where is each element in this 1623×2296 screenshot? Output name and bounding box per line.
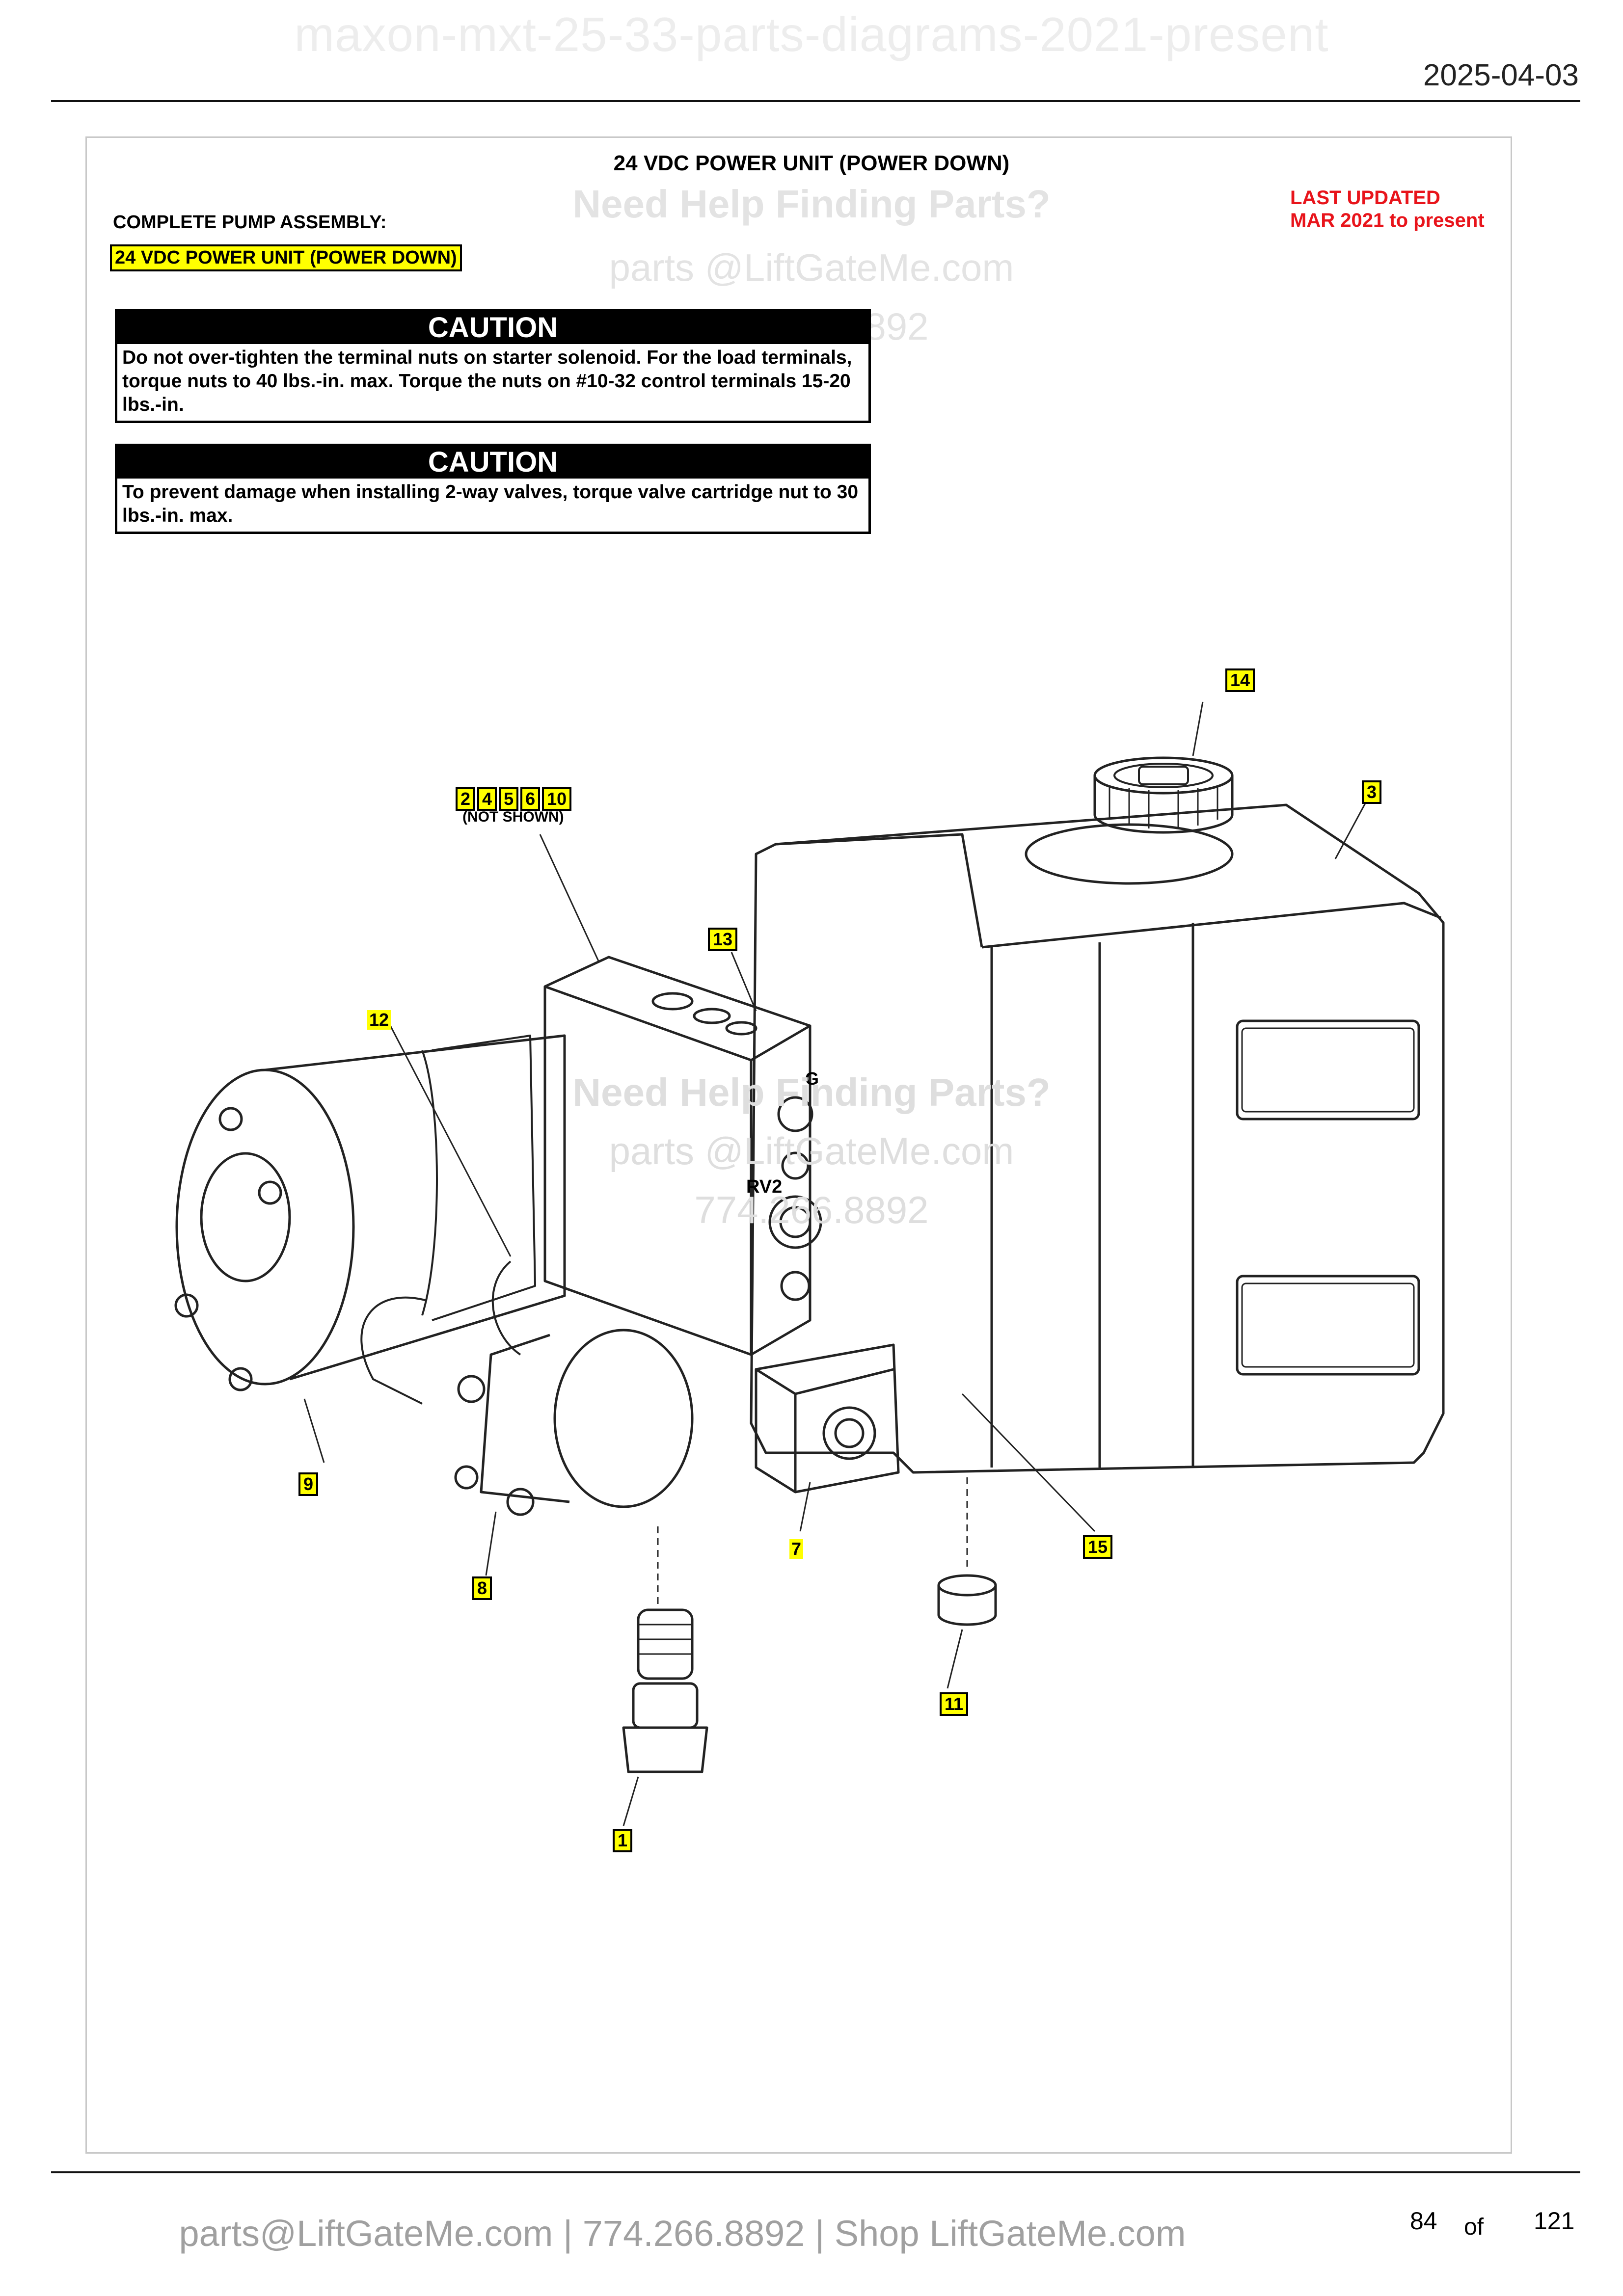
drain-plug	[937, 1574, 997, 1626]
watermark-email-mid: parts @LiftGateMe.com	[609, 1129, 1014, 1173]
watermark-help-mid: Need Help Finding Parts?	[572, 1070, 1051, 1114]
callout-12[interactable]: 12	[367, 1010, 391, 1030]
page-total: 121	[1534, 2207, 1575, 2235]
callout-5[interactable]: 5	[499, 787, 519, 811]
callout-14[interactable]: 14	[1225, 668, 1255, 692]
header-date: 2025-04-03	[1423, 58, 1579, 92]
caution-box-solenoid: CAUTION Do not over-tighten the terminal…	[115, 309, 871, 423]
callout-group: 2 4 5 6 10	[456, 787, 572, 811]
assembly-label: COMPLETE PUMP ASSEMBLY:	[113, 212, 387, 233]
callout-1[interactable]: 1	[613, 1829, 633, 1852]
not-shown-note: (NOT SHOWN)	[462, 809, 564, 825]
caution-heading: CAUTION	[117, 312, 868, 344]
callout-4[interactable]: 4	[477, 787, 497, 811]
dc-motor	[174, 1034, 566, 1391]
callout-2[interactable]: 2	[456, 787, 476, 811]
watermark-phone-mid: 774.266.8892	[694, 1188, 929, 1231]
valve-coil	[755, 1343, 900, 1494]
page-of: of	[1464, 2214, 1484, 2240]
callout-15[interactable]: 15	[1083, 1535, 1113, 1559]
callout-8[interactable]: 8	[472, 1576, 492, 1600]
footer-contact[interactable]: parts@LiftGateMe.com | 774.266.8892 | Sh…	[179, 2213, 1186, 2254]
callout-7[interactable]: 7	[789, 1539, 804, 1559]
caution-heading: CAUTION	[117, 446, 868, 479]
callout-13[interactable]: 13	[708, 928, 738, 951]
valve-cartridge	[622, 1608, 708, 1773]
last-updated-range: MAR 2021 to present	[1290, 210, 1485, 231]
drawing-frame	[85, 136, 1512, 2154]
breather-cap	[1093, 756, 1234, 834]
leader-lines	[303, 701, 1371, 1826]
page-number: 84	[1410, 2207, 1437, 2235]
last-updated: LAST UPDATED MAR 2021 to present	[1290, 187, 1485, 232]
reservoir-tank	[750, 803, 1445, 1474]
last-updated-label: LAST UPDATED	[1290, 187, 1440, 209]
callout-3[interactable]: 3	[1362, 780, 1382, 804]
callout-9[interactable]: 9	[298, 1472, 319, 1496]
callout-11[interactable]: 11	[940, 1692, 969, 1716]
starter-solenoid	[360, 1260, 694, 1516]
watermark-help: Need Help Finding Parts?	[572, 182, 1051, 226]
valve-rv2-label: RV2	[746, 1176, 782, 1197]
sheet-title: 24 VDC POWER UNIT (POWER DOWN)	[613, 151, 1010, 175]
manifold-block	[543, 956, 822, 1356]
watermark-title: maxon-mxt-25-33-parts-diagrams-2021-pres…	[294, 7, 1329, 61]
callout-6[interactable]: 6	[520, 787, 541, 811]
port-g-label: G	[805, 1068, 819, 1089]
header-rule	[51, 100, 1580, 102]
watermark-email: parts @LiftGateMe.com	[609, 246, 1014, 289]
caution-box-valves: CAUTION To prevent damage when installin…	[115, 444, 871, 534]
callout-10[interactable]: 10	[542, 787, 572, 811]
caution-text: Do not over-tighten the terminal nuts on…	[122, 347, 852, 415]
footer-rule	[51, 2171, 1580, 2173]
caution-text: To prevent damage when installing 2-way …	[122, 481, 859, 526]
assembly-link[interactable]: 24 VDC POWER UNIT (POWER DOWN)	[110, 244, 462, 271]
